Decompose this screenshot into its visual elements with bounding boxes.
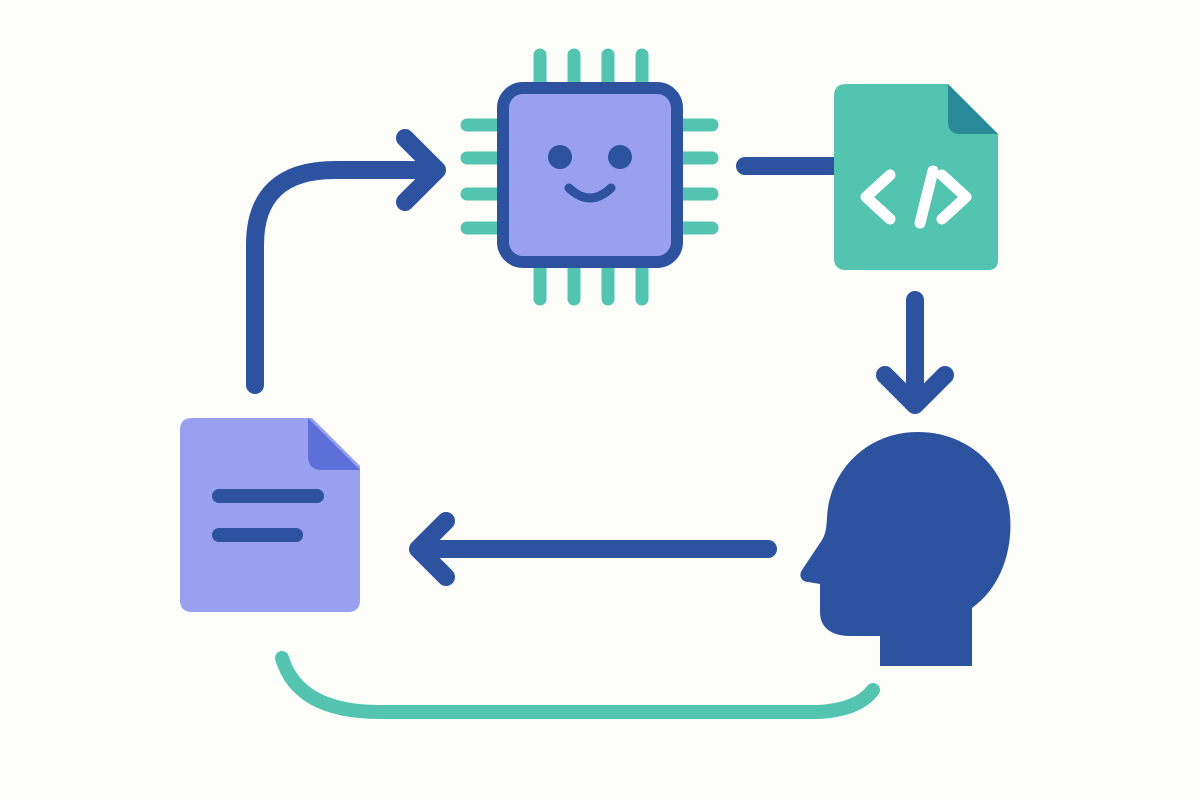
code-bracket-right [936,169,972,225]
code-slash [914,165,939,229]
chip-smile [564,183,616,203]
document-fold [308,418,360,470]
arrowhead-left [409,512,455,586]
arrowhead-down [876,366,954,414]
arrowhead-right [396,129,446,211]
connector-human-to-document [409,512,777,586]
text-document-icon [180,418,360,612]
ai-chip-icon [460,48,719,306]
connector-document-to-chip [246,129,446,394]
code-file-fold [948,84,998,134]
chip-eye-left [548,145,572,169]
chip-eye-right [608,145,632,169]
connector-feedback-curve [275,651,880,719]
connector-code-to-human [876,291,954,414]
code-file-icon [834,84,998,270]
code-bracket-left [860,169,896,225]
human-head-icon [800,432,1011,666]
